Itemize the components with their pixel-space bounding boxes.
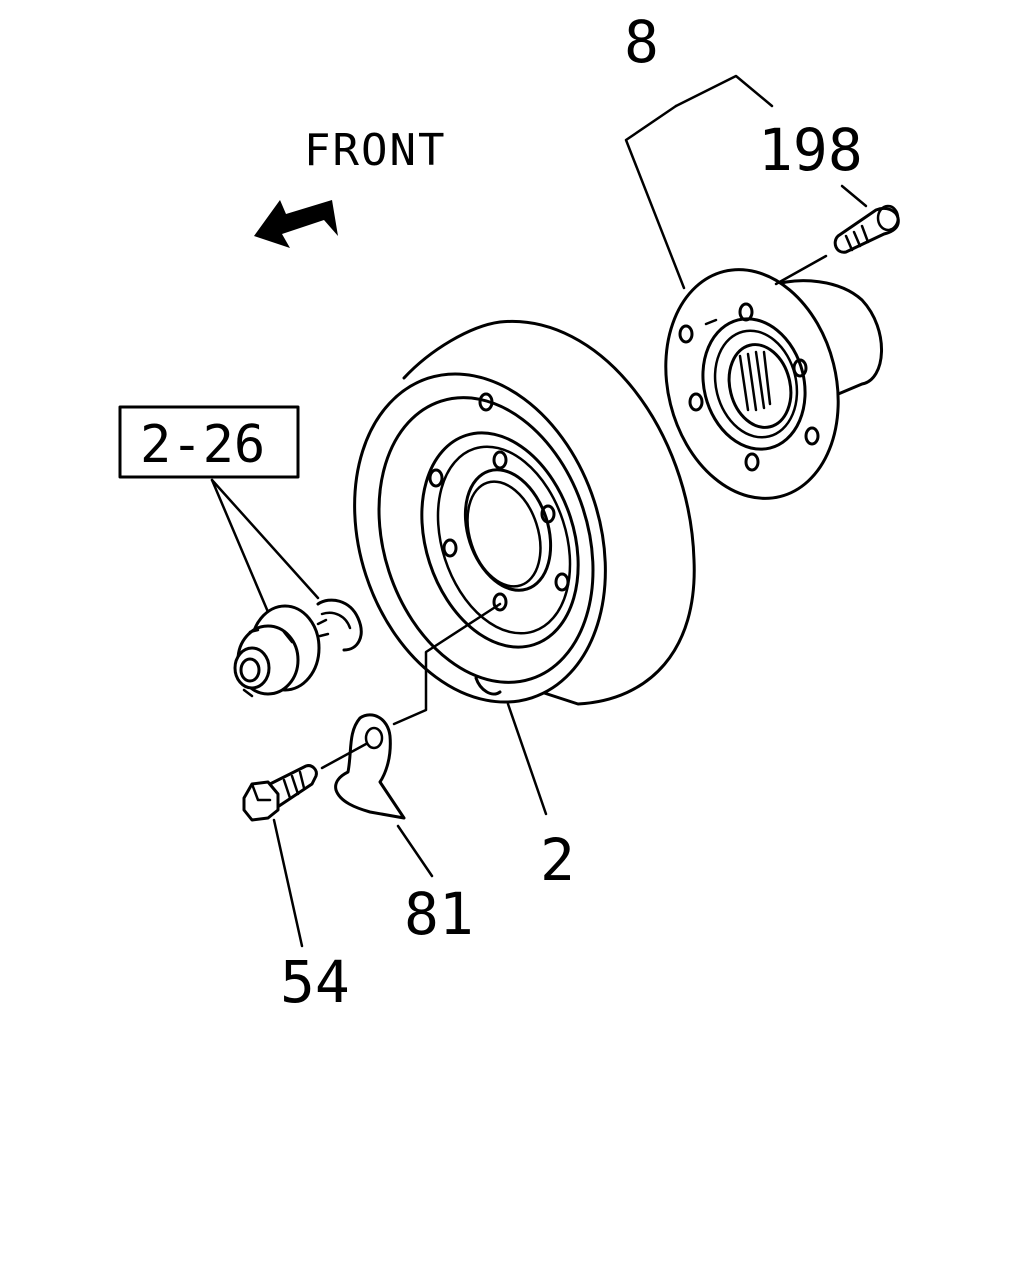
reference-leader-ring: [210, 478, 320, 600]
flange-top-leader: [674, 74, 774, 108]
front-label: FRONT: [304, 125, 446, 176]
pulley-leader: [506, 702, 548, 816]
bolt-leader-to-bracket: [320, 742, 368, 770]
bracket: [334, 713, 406, 820]
stud-leader-to-flange: [774, 254, 828, 286]
callout-2: 2: [540, 826, 575, 894]
callout-8: 8: [624, 8, 659, 76]
flange-bracket-leader: [624, 104, 686, 290]
bracket-leader-to-pulley: [392, 602, 502, 726]
bolt-leader: [272, 818, 304, 948]
reference-box-label: 2-26: [140, 415, 265, 475]
front-arrow-icon: [254, 200, 338, 248]
snap-ring: [316, 598, 363, 652]
hex-bolt: [242, 764, 318, 822]
callout-81: 81: [404, 880, 474, 948]
callout-54: 54: [280, 948, 350, 1016]
hub-flange: [664, 268, 883, 500]
stud-leader: [840, 184, 868, 208]
bracket-leader: [396, 824, 434, 878]
stud-bolt: [833, 204, 900, 254]
flange-nut: [233, 604, 321, 698]
reference-box[interactable]: 2-26: [118, 405, 300, 479]
callout-198: 198: [758, 116, 863, 184]
reference-leader-nut: [210, 478, 270, 614]
crank-pulley: [353, 319, 696, 706]
